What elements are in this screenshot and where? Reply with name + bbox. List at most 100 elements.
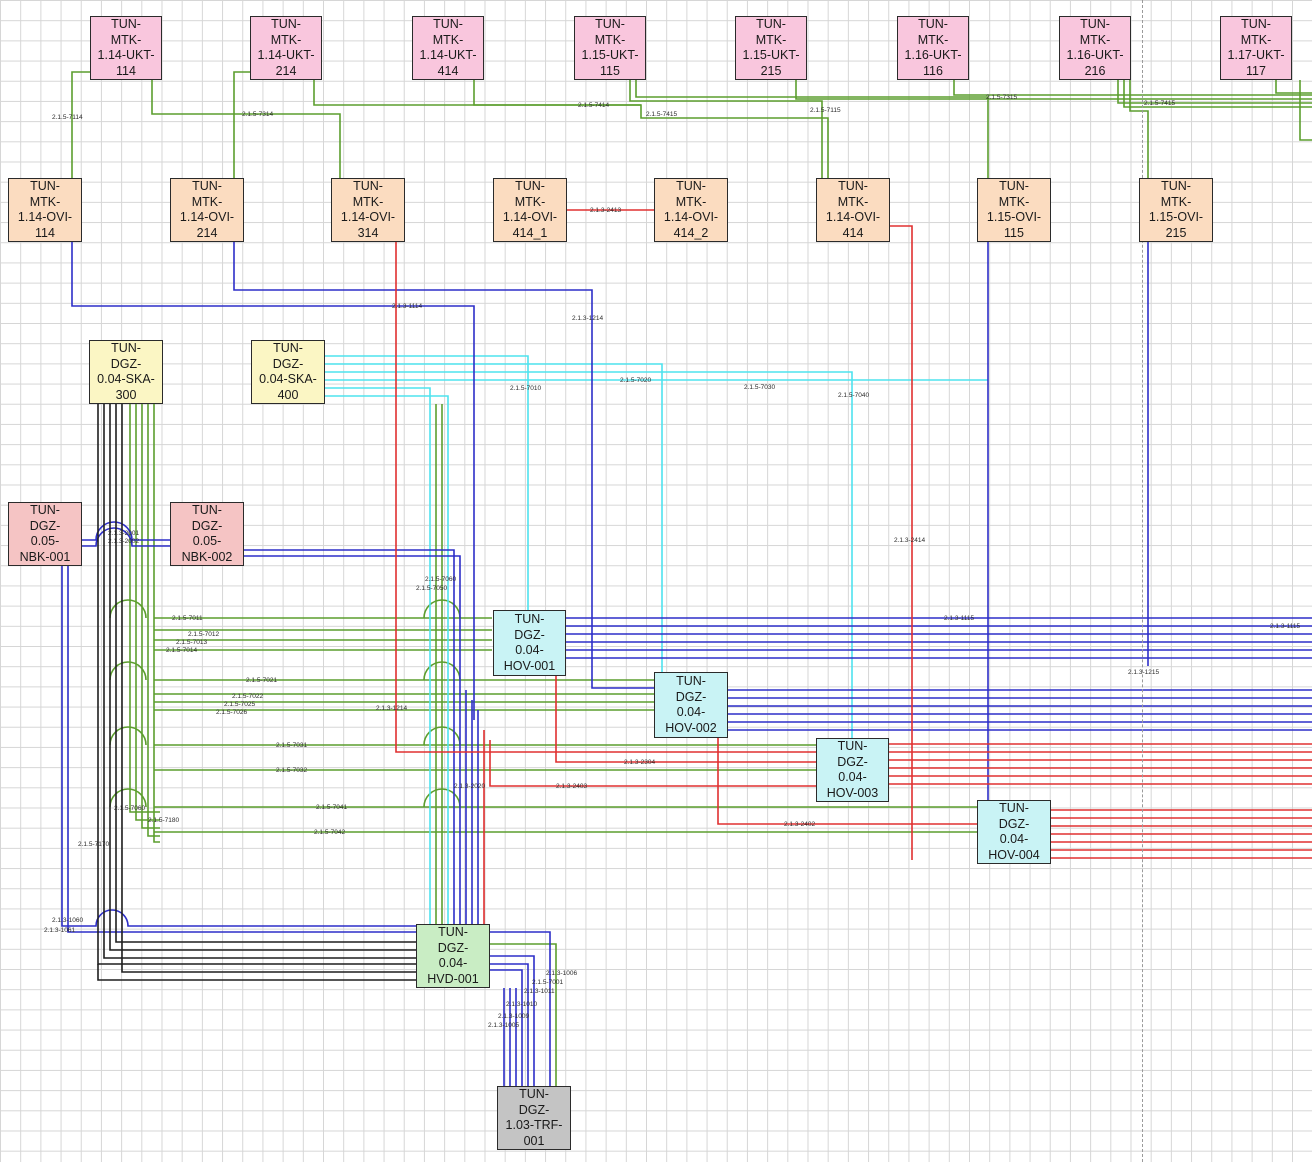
wire-label: 2.1.5-7011 bbox=[172, 615, 203, 622]
node-ovi414[interactable]: TUN-MTK-1.14-OVI-414 bbox=[816, 178, 890, 242]
wire-7118 bbox=[1275, 80, 1312, 94]
node-label-line: 0.04- bbox=[838, 770, 867, 784]
wire-label: 2.1.3-1009 bbox=[498, 1013, 529, 1020]
node-ukt214[interactable]: TUN-MTK-1.14-UKT-214 bbox=[250, 16, 322, 80]
node-ukt216[interactable]: TUN-MTK-1.16-UKT-216 bbox=[1059, 16, 1131, 80]
wire-black-6 bbox=[97, 964, 416, 981]
node-label-line: 1.14-OVI- bbox=[502, 210, 558, 224]
wire-label: 2.1.5-7032 bbox=[276, 767, 307, 774]
wire-label: 2.1.5-7013 bbox=[176, 639, 207, 646]
node-label-line: 400 bbox=[277, 387, 299, 402]
node-label-line: NBK-002 bbox=[181, 549, 233, 564]
wire-2304 bbox=[555, 676, 816, 763]
node-ukt116[interactable]: TUN-MTK-1.16-UKT-116 bbox=[897, 16, 969, 80]
node-label-line: 0.04- bbox=[999, 832, 1029, 846]
node-label-line: 001 bbox=[523, 1133, 545, 1148]
bundle-ska300-3 bbox=[141, 404, 160, 829]
wire-label: 2.1.3-1011 bbox=[524, 988, 555, 995]
node-label-line: MTK- bbox=[352, 194, 384, 209]
node-label-line: 214 bbox=[275, 63, 297, 78]
wire-label: 2.1.3-2002 bbox=[108, 538, 139, 545]
node-hvd001[interactable]: TUN-DGZ-0.04-HVD-001 bbox=[416, 924, 490, 988]
wire-black-5 bbox=[121, 404, 416, 973]
node-ovi214[interactable]: TUN-MTK-1.14-OVI-214 bbox=[170, 178, 244, 242]
node-ovi414_2[interactable]: TUN-MTK-1.14-OVI-414_2 bbox=[654, 178, 728, 242]
node-label-line: MTK- bbox=[514, 194, 546, 209]
node-hov003[interactable]: TUN-DGZ-0.04-HOV-003 bbox=[816, 738, 889, 802]
node-label-line: 414 bbox=[437, 63, 459, 78]
node-label-line: 414 bbox=[842, 225, 864, 240]
node-ovi114[interactable]: TUN-MTK-1.14-OVI-114 bbox=[8, 178, 82, 242]
node-label-line: TUN- bbox=[838, 179, 868, 193]
node-label-line: 0.04- bbox=[438, 956, 468, 970]
node-label-line: DGZ- bbox=[514, 627, 545, 642]
node-label-line: 0.04-SKA- bbox=[97, 372, 155, 386]
wire-label: 2.1.5-7114 bbox=[52, 114, 83, 121]
node-label-line: 1.15-OVI- bbox=[1148, 210, 1204, 224]
node-ukt115[interactable]: TUN-MTK-1.15-UKT-115 bbox=[574, 16, 646, 80]
node-label-line: HOV-004 bbox=[988, 847, 1040, 862]
node-label-line: 1.14-UKT- bbox=[257, 48, 315, 62]
green-wires bbox=[71, 71, 1312, 1086]
node-hov004[interactable]: TUN-DGZ-0.04-HOV-004 bbox=[977, 800, 1051, 864]
wire-7115 bbox=[629, 80, 823, 178]
node-label-line: 1.14-UKT- bbox=[97, 48, 155, 62]
node-label-line: TUN- bbox=[353, 179, 383, 193]
node-label-line: TUN- bbox=[30, 179, 60, 193]
node-ukt414[interactable]: TUN-MTK-1.14-UKT-414 bbox=[412, 16, 484, 80]
node-ukt114[interactable]: TUN-MTK-1.14-UKT-114 bbox=[90, 16, 162, 80]
node-ovi115[interactable]: TUN-MTK-1.15-OVI-115 bbox=[977, 178, 1051, 242]
node-label-line: MTK- bbox=[110, 32, 142, 47]
node-label-line: TUN- bbox=[676, 179, 706, 193]
node-trf001[interactable]: TUN-DGZ-1.03-TRF-001 bbox=[497, 1086, 571, 1150]
node-ska400[interactable]: TUN-DGZ-0.04-SKA-400 bbox=[251, 340, 325, 404]
node-label-line: DGZ- bbox=[29, 518, 61, 533]
node-ukt215[interactable]: TUN-MTK-1.15-UKT-215 bbox=[735, 16, 807, 80]
node-hov002[interactable]: TUN-DGZ-0.04-HOV-002 bbox=[654, 672, 728, 738]
wire-black-3 bbox=[109, 404, 416, 951]
wire-7415 bbox=[473, 80, 641, 106]
node-label-line: TUN- bbox=[514, 612, 545, 626]
node-label-line: 216 bbox=[1084, 63, 1106, 78]
bundle-ska300-1 bbox=[129, 404, 160, 813]
black-wires bbox=[97, 404, 416, 981]
node-label-line: DGZ- bbox=[675, 689, 707, 704]
wire-7314 bbox=[151, 80, 341, 178]
node-label-line: 1.15-UKT- bbox=[581, 48, 639, 62]
node-ovi215[interactable]: TUN-MTK-1.15-OVI-215 bbox=[1139, 178, 1213, 242]
node-label-line: 1.15-UKT- bbox=[742, 48, 800, 62]
node-label-line: 0.04-SKA- bbox=[259, 372, 317, 386]
wire-ovi314-red bbox=[395, 242, 816, 753]
node-ukt117[interactable]: TUN-MTK-1.17-UKT-117 bbox=[1220, 16, 1292, 80]
node-label-line: TUN- bbox=[519, 1087, 549, 1101]
node-ska300[interactable]: TUN-DGZ-0.04-SKA-300 bbox=[89, 340, 163, 404]
node-label-line: 1.14-OVI- bbox=[179, 210, 235, 224]
wire-nbk002-out2 bbox=[244, 555, 461, 924]
node-label-line: 115 bbox=[1004, 225, 1024, 240]
node-label-line: TUN- bbox=[433, 17, 463, 31]
node-label-line: 1.16-UKT- bbox=[1066, 48, 1124, 62]
node-hov001[interactable]: TUN-DGZ-0.04-HOV-001 bbox=[493, 610, 566, 676]
node-ovi314[interactable]: TUN-MTK-1.14-OVI-314 bbox=[331, 178, 405, 242]
node-label-line: 214 bbox=[196, 225, 218, 240]
wire-label: 2.1.3-1006 bbox=[546, 970, 577, 977]
node-label-line: DGZ- bbox=[437, 940, 469, 955]
wire-label: 2.1.3-1114 bbox=[392, 303, 423, 310]
node-label-line: TUN- bbox=[1161, 179, 1191, 193]
node-ovi414_1[interactable]: TUN-MTK-1.14-OVI-414_1 bbox=[493, 178, 567, 242]
node-nbk001[interactable]: TUN-DGZ-0.05-NBK-001 bbox=[8, 502, 82, 566]
red-wires bbox=[395, 209, 1312, 924]
wire-label: 2.1.3-1061 bbox=[44, 927, 75, 934]
wire-label: 2.1.5-7012 bbox=[188, 631, 219, 638]
wire-hvd-trf-blue-2 bbox=[490, 955, 535, 1086]
bundle-ska300-5 bbox=[153, 404, 160, 843]
wire-label: 2.1.3-2020 bbox=[454, 783, 485, 790]
wire-1060 bbox=[61, 566, 416, 927]
wire-label: 2.1.5-7050 bbox=[416, 585, 447, 592]
wire-label: 2.1.3-1214 bbox=[572, 315, 603, 322]
wire-label: 2.1.5-7030 bbox=[744, 384, 775, 391]
node-label-line: TUN- bbox=[111, 17, 141, 31]
wire-7214 bbox=[233, 71, 250, 178]
node-nbk002[interactable]: TUN-DGZ-0.05-NBK-002 bbox=[170, 502, 244, 566]
